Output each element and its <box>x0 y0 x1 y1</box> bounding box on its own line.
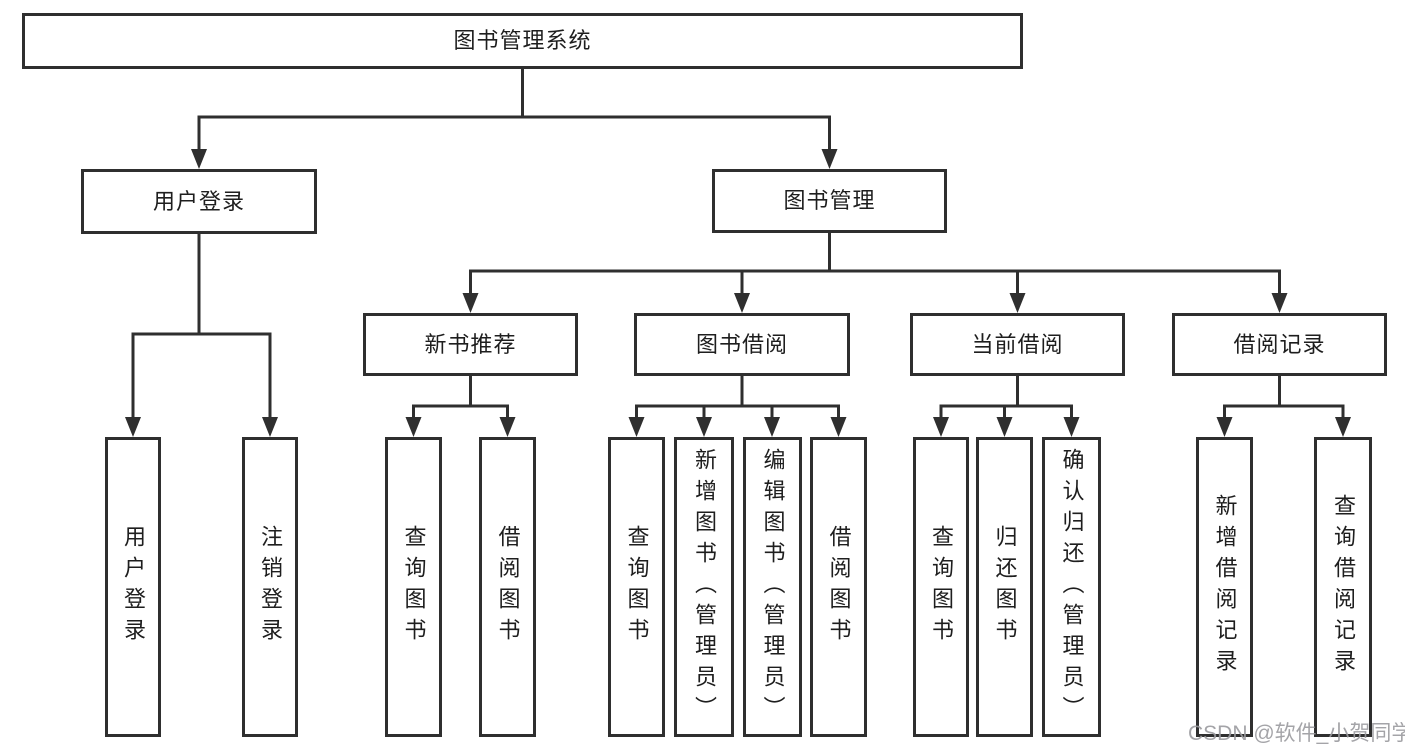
leaf-query-books-borrow: 查询图书 <box>608 437 665 737</box>
arrow-down-icon <box>996 417 1013 437</box>
arrow-down-icon <box>821 149 838 169</box>
arrow-down-icon <box>191 149 207 169</box>
arrow-down-icon <box>628 417 645 437</box>
node-user-login: 用户登录 <box>81 169 317 234</box>
node-book-borrow-label: 图书借阅 <box>695 331 788 357</box>
node-borrow-record-label: 借阅记录 <box>1233 331 1326 357</box>
arrow-down-icon <box>1216 417 1233 437</box>
arrow-down-icon <box>405 417 422 437</box>
leaf-add-book-admin-label: 新增图书（管理员） <box>692 447 717 727</box>
node-current-borrow: 当前借阅 <box>910 313 1125 376</box>
arrow-down-icon <box>462 293 479 313</box>
leaf-query-books-recommend: 查询图书 <box>385 437 442 737</box>
arrow-down-icon <box>1063 417 1080 437</box>
leaf-query-books-borrow-label: 查询图书 <box>624 525 650 649</box>
arrow-down-icon <box>734 293 750 313</box>
tree-connectors <box>131 69 1345 420</box>
leaf-add-book-admin: 新增图书（管理员） <box>674 437 734 737</box>
leaf-return-book-label: 归还图书 <box>992 525 1018 649</box>
node-borrow-record: 借阅记录 <box>1172 313 1387 376</box>
arrow-down-icon <box>262 417 278 437</box>
leaf-borrow-books-label: 借阅图书 <box>826 525 852 649</box>
leaf-add-borrow-record: 新增借阅记录 <box>1196 437 1253 737</box>
leaf-edit-book-admin-label: 编辑图书（管理员） <box>760 447 786 727</box>
leaf-user-login-label: 用户登录 <box>121 525 146 649</box>
leaf-query-books-current: 查询图书 <box>913 437 969 737</box>
node-book-management: 图书管理 <box>712 169 947 233</box>
leaf-query-books-current-label: 查询图书 <box>929 525 954 649</box>
arrow-down-icon <box>125 417 141 437</box>
node-root-label: 图书管理系统 <box>453 28 592 53</box>
leaf-borrow-books-recommend: 借阅图书 <box>479 437 536 737</box>
leaf-borrow-books: 借阅图书 <box>810 437 867 737</box>
node-root: 图书管理系统 <box>22 13 1023 69</box>
node-new-book-recommend-label: 新书推荐 <box>424 331 517 357</box>
arrow-down-icon <box>1271 293 1288 313</box>
arrow-down-icon <box>933 417 949 437</box>
leaf-confirm-return-admin: 确认归还（管理员） <box>1042 437 1101 737</box>
leaf-query-borrow-record: 查询借阅记录 <box>1314 437 1372 737</box>
leaf-confirm-return-admin-label: 确认归还（管理员） <box>1059 447 1085 727</box>
leaf-return-book: 归还图书 <box>976 437 1033 737</box>
node-new-book-recommend: 新书推荐 <box>363 313 578 376</box>
node-user-login-label: 用户登录 <box>152 188 245 214</box>
arrow-down-icon <box>764 417 780 437</box>
leaf-query-borrow-record-label: 查询借阅记录 <box>1331 494 1356 680</box>
arrow-down-icon <box>1335 417 1351 437</box>
leaf-edit-book-admin: 编辑图书（管理员） <box>743 437 802 737</box>
arrow-down-icon <box>499 417 516 437</box>
arrowheads <box>125 149 1351 437</box>
node-book-borrow: 图书借阅 <box>634 313 850 376</box>
csdn-watermark: CSDN @软件_小贺同学 <box>1188 722 1405 745</box>
node-book-management-label: 图书管理 <box>783 188 876 213</box>
leaf-user-login: 用户登录 <box>105 437 161 737</box>
leaf-add-borrow-record-label: 新增借阅记录 <box>1212 494 1238 680</box>
leaf-borrow-books-recommend-label: 借阅图书 <box>495 525 521 649</box>
leaf-logout-label: 注销登录 <box>258 525 283 649</box>
node-current-borrow-label: 当前借阅 <box>971 331 1064 357</box>
leaf-logout: 注销登录 <box>242 437 298 737</box>
arrow-down-icon <box>696 417 712 437</box>
arrow-down-icon <box>1009 293 1026 313</box>
arrow-down-icon <box>830 417 847 437</box>
leaf-query-books-recommend-label: 查询图书 <box>401 525 427 649</box>
